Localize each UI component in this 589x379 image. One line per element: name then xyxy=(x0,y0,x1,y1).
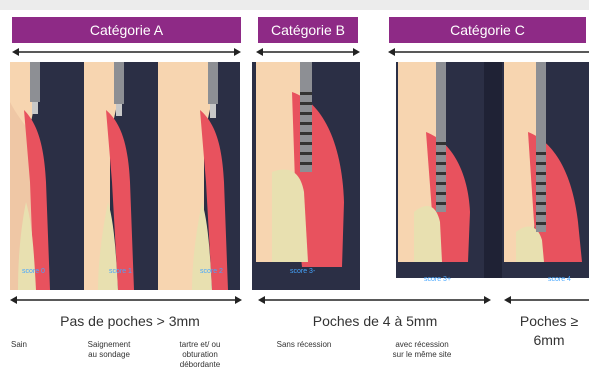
category-a-span-arrow xyxy=(12,46,241,58)
group-3-label-line2: 6mm xyxy=(510,332,588,348)
group-3-span-arrow xyxy=(504,294,589,306)
desc-avec-recession-1: avec récession xyxy=(372,340,472,350)
tooth-panel-score-2 xyxy=(158,62,240,290)
category-c-span-arrow xyxy=(388,46,589,58)
desc-saignement-2: au sondage xyxy=(74,350,144,360)
desc-tartre-1: tartre et/ ou xyxy=(160,340,240,350)
category-a-illustration xyxy=(10,62,240,290)
category-b-header: Catégorie B xyxy=(258,17,358,43)
group-3-label-line1: Poches ≥ xyxy=(510,313,588,329)
desc-sans-recession: Sans récession xyxy=(266,340,342,350)
score-3-plus-label: score 3+ xyxy=(424,276,451,283)
group-1-label: Pas de poches > 3mm xyxy=(30,313,230,329)
group-1-span-arrow xyxy=(10,294,242,306)
score-2-label: score 2 xyxy=(200,268,223,275)
desc-saignement-1: Saignement xyxy=(74,340,144,350)
desc-tartre-2: obturation xyxy=(160,350,240,360)
top-strip xyxy=(0,0,589,10)
category-c-header: Catégorie C xyxy=(389,17,586,43)
score-1-label: score 1 xyxy=(109,268,132,275)
category-b-span-arrow xyxy=(256,46,360,58)
score-3-minus-label: score 3- xyxy=(290,268,315,275)
category-a-header: Catégorie A xyxy=(12,17,241,43)
score-0-label: score 0 xyxy=(22,268,45,275)
score-4-label: score 4 xyxy=(548,276,571,283)
category-c-illustration xyxy=(396,62,589,278)
desc-avec-recession-2: sur le même site xyxy=(372,350,472,360)
group-2-span-arrow xyxy=(258,294,491,306)
desc-tartre-3: débordante xyxy=(160,360,240,370)
desc-sain: Sain xyxy=(6,340,32,350)
tooth-panel-score-1 xyxy=(84,62,158,290)
category-b-illustration xyxy=(252,62,360,290)
group-2-label: Poches de 4 à 5mm xyxy=(280,313,470,329)
